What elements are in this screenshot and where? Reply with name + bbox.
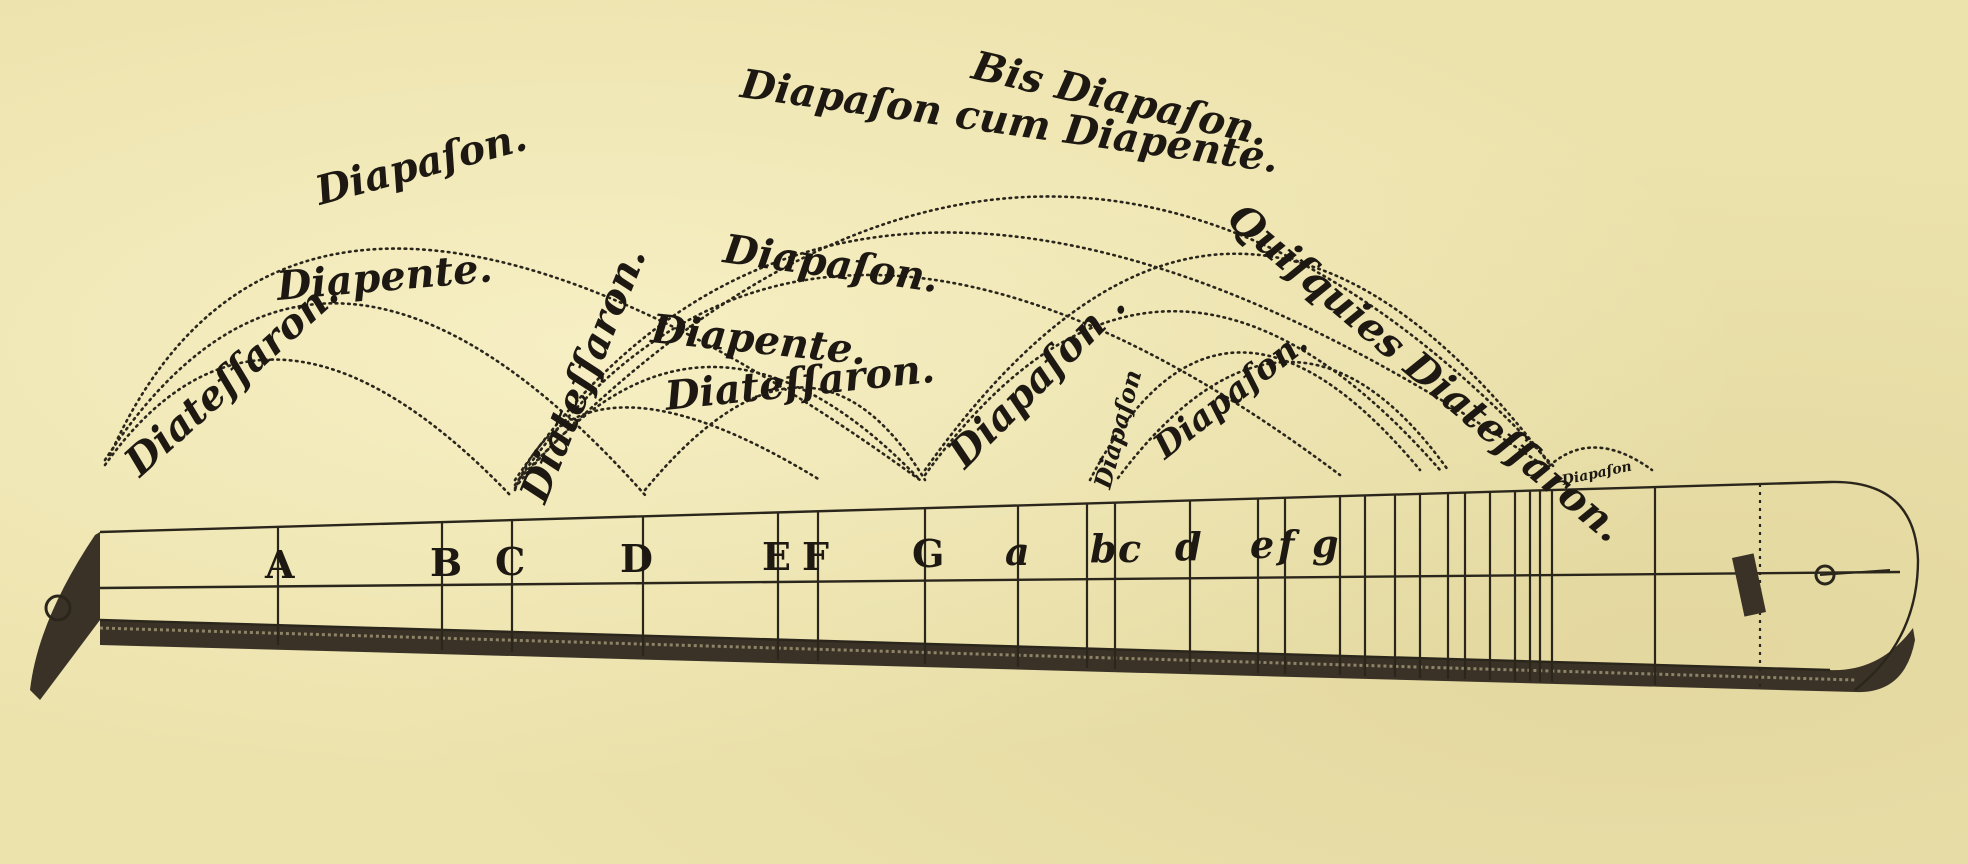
note-f: f [1275, 522, 1300, 567]
arc-diapason-cum-diapente [513, 231, 1552, 482]
arc-bis-diapason [518, 195, 1557, 480]
label-diapason-2: Diapaſon. [720, 225, 942, 302]
label-diapente-1: Diapente. [274, 244, 494, 310]
label-diapason-5: Diapaſon. [1145, 322, 1315, 467]
note-G: G [912, 531, 944, 576]
note-e: e [1250, 522, 1274, 567]
bridge [1732, 553, 1766, 617]
interval-labels: Diateſſaron. Diapente. Diapaſon. Bis Dia… [114, 42, 1633, 552]
arc-diapente-2 [513, 365, 922, 490]
note-c: c [1118, 526, 1141, 571]
note-C: C [495, 539, 525, 584]
peg [44, 594, 72, 622]
note-g: g [1312, 521, 1339, 566]
note-F: F [802, 534, 829, 579]
middle-rail [99, 570, 1901, 590]
arc-diapason-3 [923, 310, 1442, 477]
monochord [30, 480, 1920, 700]
string-end [1819, 569, 1891, 576]
frets [276, 484, 1762, 688]
note-a: a [1005, 529, 1030, 574]
arc-diapason-1 [108, 247, 922, 482]
arc-quisquies [923, 252, 1552, 472]
soundboard-hatching [99, 626, 1856, 682]
bottom-rail [99, 618, 1831, 672]
arc-diatessaron-1 [103, 358, 512, 497]
note-D: D [620, 536, 653, 581]
right-end [1829, 480, 1920, 691]
label-diapason-1: Diapaſon. [309, 113, 531, 215]
note-E: E [762, 534, 791, 579]
note-labels: A B C D E F G a b c d e f g [264, 521, 1339, 587]
arc-diapason-4 [1088, 351, 1422, 482]
arc-diapason-5 [1116, 360, 1450, 480]
top-rail [99, 480, 1831, 534]
arc-diapente-1 [103, 302, 647, 497]
label-diapason-4: Diapaſon [1088, 367, 1148, 493]
arc-diapason-2 [513, 273, 1342, 487]
interval-arcs [103, 195, 1654, 497]
label-diatessaron-2: Diateſſaron. [510, 240, 655, 510]
arc-diatessaron-3 [643, 386, 927, 492]
arc-diapason-small [1543, 446, 1654, 472]
string-knot [1814, 564, 1836, 586]
note-A: A [264, 542, 295, 587]
note-d: d [1175, 524, 1202, 569]
note-B: B [430, 540, 462, 585]
note-b: b [1090, 526, 1117, 571]
